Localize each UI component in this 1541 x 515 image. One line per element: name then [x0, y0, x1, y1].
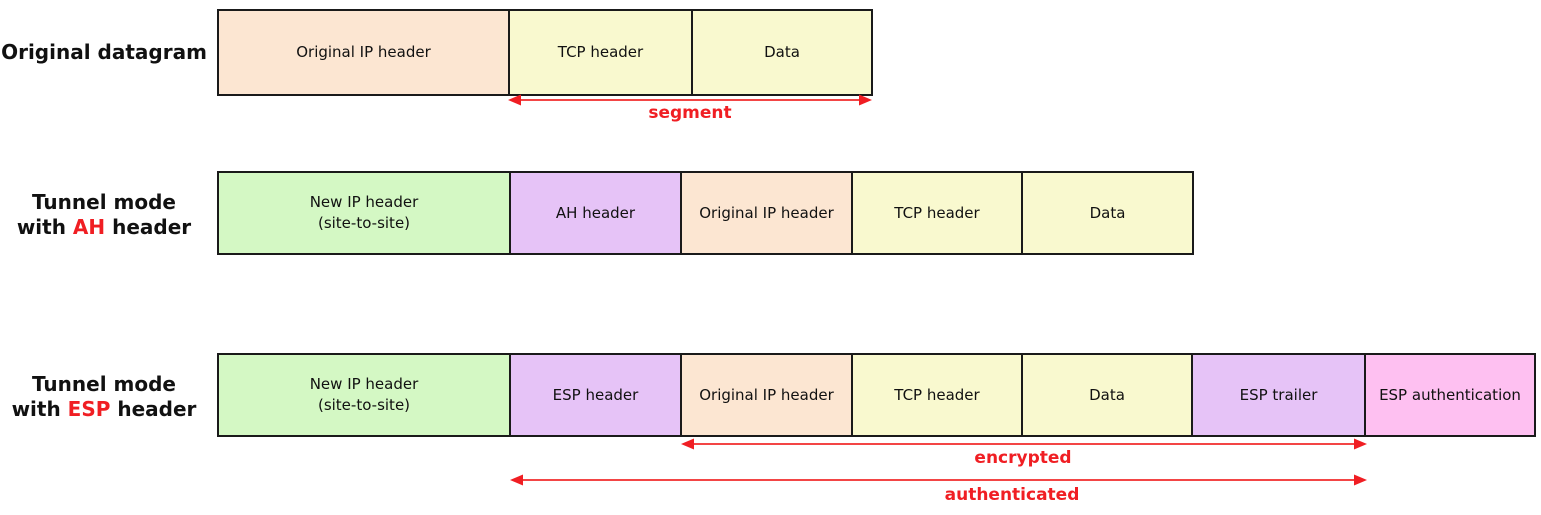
row-label-line2-post: header [110, 397, 197, 421]
row-label-tunnel-ah: Tunnel mode with AH header [0, 190, 208, 240]
packet-tunnel-ah: New IP header (site-to-site) AH header O… [217, 171, 1194, 255]
packet-tunnel-esp: New IP header (site-to-site) ESP header … [217, 353, 1536, 437]
box-label: Original IP header [296, 43, 431, 61]
box-original-ip-header: Original IP header [219, 11, 510, 94]
box-label: Data [1089, 203, 1126, 222]
row-label-line1: Tunnel mode [31, 190, 176, 214]
authenticated-arrow [510, 474, 1367, 486]
box-label: TCP header [557, 43, 644, 61]
box-sublabel: (site-to-site) [317, 214, 411, 232]
packet-original-datagram: Original IP header TCP header Data [217, 9, 873, 96]
box-label: Original IP header [699, 203, 834, 222]
box-tcp-header: TCP header [510, 11, 693, 94]
row-label-line2-pre: with [11, 397, 68, 421]
box-esp-trailer: ESP trailer [1193, 355, 1366, 435]
row-label-original-datagram: Original datagram [0, 40, 208, 65]
box-original-ip-header: Original IP header [682, 355, 853, 435]
row-label-tunnel-esp: Tunnel mode with ESP header [0, 372, 208, 422]
box-label: TCP header [894, 203, 980, 222]
box-tcp-header: TCP header [853, 355, 1023, 435]
box-data: Data [1023, 173, 1192, 253]
box-data: Data [1023, 355, 1193, 435]
encrypted-arrow [681, 438, 1367, 450]
row-label-accent-ah: AH [72, 215, 106, 239]
box-label: New IP header [309, 193, 419, 211]
encrypted-label: encrypted [974, 448, 1072, 468]
box-data: Data [693, 11, 871, 94]
box-ah-header: AH header [511, 173, 682, 253]
row-label-line2-post: header [105, 215, 192, 239]
row-label-line2-pre: with [16, 215, 73, 239]
box-new-ip-header: New IP header (site-to-site) [219, 173, 511, 253]
row-label-text: Original datagram [1, 40, 207, 64]
row-label-line1: Tunnel mode [31, 372, 176, 396]
box-esp-authentication: ESP authentication [1366, 355, 1534, 435]
box-label: Data [764, 43, 800, 61]
box-label: Original IP header [699, 385, 834, 404]
box-tcp-header: TCP header [853, 173, 1023, 253]
box-label: New IP header [309, 375, 419, 393]
box-label: ESP trailer [1239, 385, 1318, 404]
box-label: ESP header [552, 385, 639, 404]
box-original-ip-header: Original IP header [682, 173, 853, 253]
box-label: TCP header [894, 385, 980, 404]
box-label: ESP authentication [1379, 385, 1521, 404]
box-label: AH header [555, 203, 636, 222]
authenticated-label: authenticated [944, 485, 1080, 505]
box-label: Data [1089, 385, 1125, 404]
box-esp-header: ESP header [511, 355, 682, 435]
box-sublabel: (site-to-site) [317, 396, 411, 414]
row-label-accent-esp: ESP [67, 397, 111, 421]
segment-label: segment [648, 103, 732, 123]
segment-arrow [508, 94, 872, 106]
box-new-ip-header: New IP header (site-to-site) [219, 355, 511, 435]
